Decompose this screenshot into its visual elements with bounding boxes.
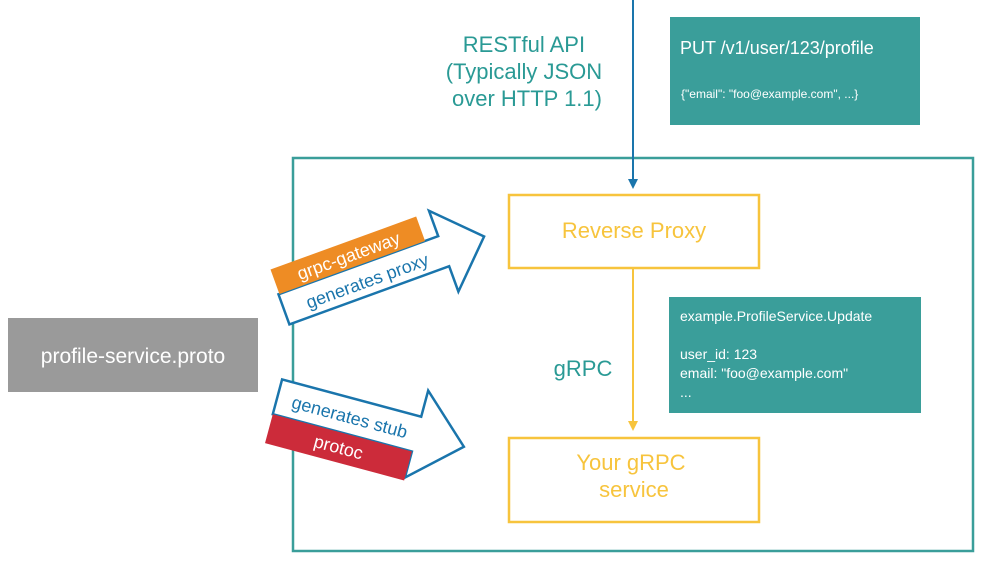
rest-api-label-line-2: (Typically JSON [446,59,602,84]
grpc-request-line-5: ... [680,384,692,400]
rest-request-title: PUT /v1/user/123/profile [680,38,874,58]
gateway-arrow-shape [276,208,486,326]
grpc-service-box [507,436,761,524]
grpc-request-line-3: user_id: 123 [680,346,757,362]
stub-tag [265,414,412,481]
grpc-request-line-1: example.ProfileService.Update [680,308,872,324]
gateway-tag [270,216,426,294]
proto-file-box [8,318,258,392]
proto-file-label: profile-service.proto [41,345,225,368]
grpc-request-box [669,297,921,413]
grpc-service-label: Your gRPC service [576,450,691,502]
reverse-proxy-box [507,193,761,270]
stub-arrow-shape [271,377,466,480]
grpc-service-label-line-1: Your gRPC [576,450,685,475]
rest-request-box [670,17,920,125]
grpc-request-text: example.ProfileService.Update user_id: 1… [680,308,876,400]
rest-api-label-line-1: RESTful API [463,32,585,57]
grpc-request-line-4: email: "foo@example.com" [680,365,848,381]
gateway-arrow: grpc-gateway generates proxy [270,208,486,326]
grpc-label: gRPC [554,356,613,381]
stub-arrow: generates stub protoc [265,377,466,481]
grpc-service-label-line-2: service [599,477,669,502]
reverse-proxy-label: Reverse Proxy [562,218,706,243]
rest-request-body: {"email": "foo@example.com", ...} [681,87,858,101]
rest-api-label: RESTful API (Typically JSON over HTTP 1.… [446,32,609,111]
rest-api-label-line-3: over HTTP 1.1) [452,86,602,111]
